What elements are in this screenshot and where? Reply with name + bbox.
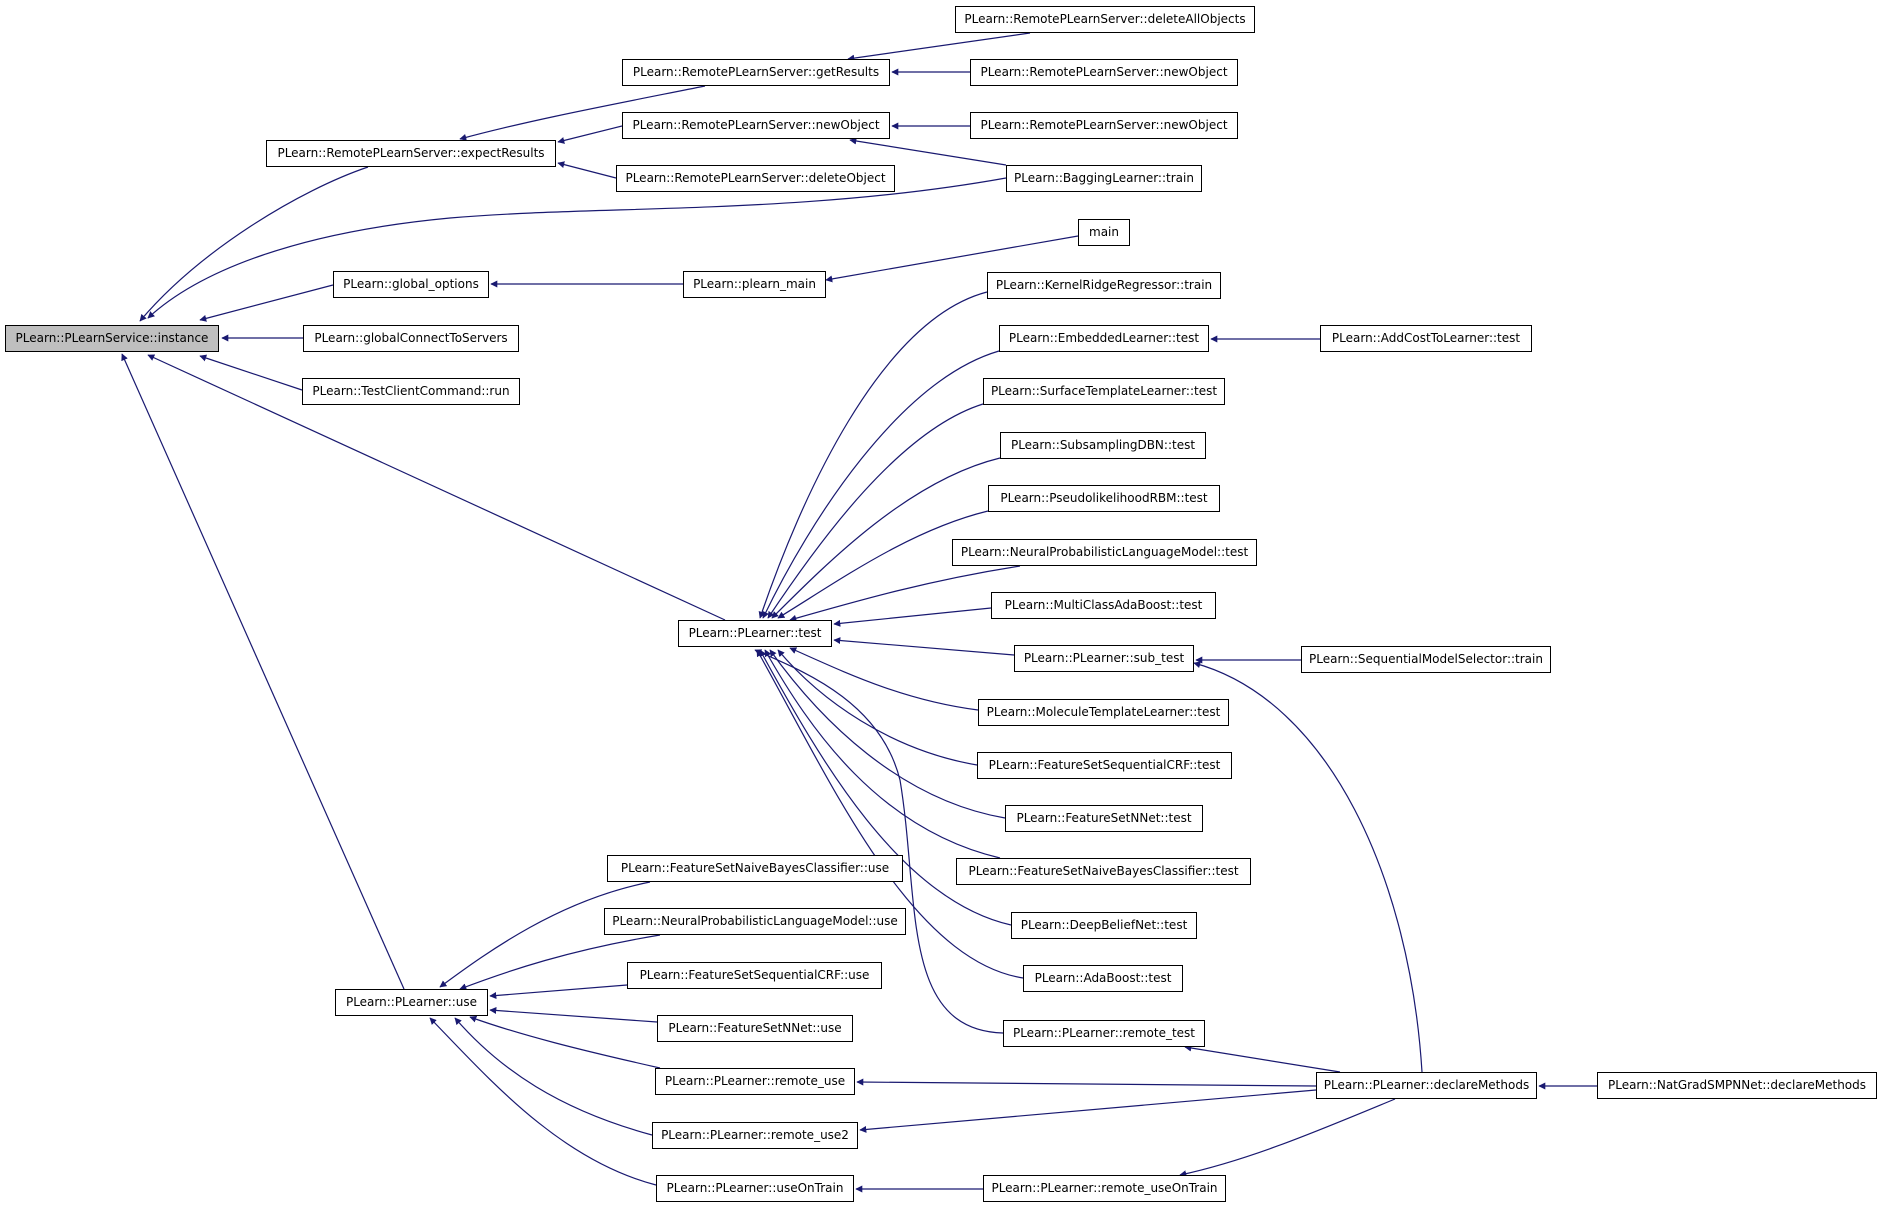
edge-deleteobject-to-expectresults (557, 161, 617, 179)
node-nplm-use[interactable]: PLearn::NeuralProbabilisticLanguageModel… (604, 908, 906, 935)
node-deleteobject[interactable]: PLearn::RemotePLearnServer::deleteObject (616, 165, 895, 192)
node-featuresetnnet-use[interactable]: PLearn::FeatureSetNNet::use (657, 1015, 853, 1042)
node-adaboost-test[interactable]: PLearn::AdaBoost::test (1023, 965, 1183, 992)
node-featuresetnaivebayes-test[interactable]: PLearn::FeatureSetNaiveBayesClassifier::… (956, 858, 1251, 885)
node-plearner-remote-test[interactable]: PLearn::PLearner::remote_test (1003, 1020, 1205, 1047)
node-expectresults[interactable]: PLearn::RemotePLearnServer::expectResult… (266, 140, 556, 167)
node-plearner-declaremethods[interactable]: PLearn::PLearner::declareMethods (1316, 1072, 1537, 1099)
edge-baggingtrain-to-newobjectmid (849, 137, 1007, 166)
node-getresults[interactable]: PLearn::RemotePLearnServer::getResults (622, 59, 890, 86)
node-pseudolikelihoodrbm-test[interactable]: PLearn::PseudolikelihoodRBM::test (988, 485, 1220, 512)
node-newobject-a[interactable]: PLearn::RemotePLearnServer::newObject (970, 59, 1238, 86)
node-newobject-b[interactable]: PLearn::RemotePLearnServer::newObject (970, 112, 1238, 139)
edge-fsnbuse-to-plearneruse (439, 881, 651, 988)
node-plearnservice-instance[interactable]: PLearn::PLearnService::instance (5, 325, 219, 352)
edge-remoteuse-to-plearneruse (469, 1015, 661, 1069)
edge-fsnnettest-to-plearnertest (769, 649, 1006, 819)
edge-subtest-to-plearnertest (833, 637, 1015, 656)
node-plearner-useontrain[interactable]: PLearn::PLearner::useOnTrain (656, 1175, 854, 1202)
edge-molecule-to-plearnertest (789, 647, 979, 711)
edge-newobjectmid-to-expectresults (557, 125, 623, 144)
edge-multiclass-to-plearnertest (833, 607, 992, 627)
node-global-options[interactable]: PLearn::global_options (333, 271, 489, 298)
node-addcosttolearner-test[interactable]: PLearn::AddCostToLearner::test (1320, 325, 1532, 352)
edge-subsampling-to-plearnertest (771, 457, 1001, 619)
node-multiclassadaboost-test[interactable]: PLearn::MultiClassAdaBoost::test (991, 592, 1216, 619)
node-newobject-mid[interactable]: PLearn::RemotePLearnServer::newObject (622, 112, 890, 139)
edge-pseudo-to-plearnertest (777, 510, 989, 619)
edge-nplmtest-to-plearnertest (789, 565, 1021, 622)
node-featuresetnnet-test[interactable]: PLearn::FeatureSetNNet::test (1005, 805, 1203, 832)
node-sequentialmodelselector-train[interactable]: PLearn::SequentialModelSelector::train (1301, 646, 1551, 673)
node-globalconnecttoservers[interactable]: PLearn::globalConnectToServers (303, 325, 519, 352)
edge-main-to-plearnmain (825, 235, 1079, 283)
edge-embedded-to-plearnertest (762, 350, 1000, 619)
edge-fscrfuse-to-plearneruse (489, 984, 628, 999)
edge-remoteuse2-to-plearneruse (454, 1017, 653, 1136)
edge-nplmuse-to-plearneruse (459, 934, 661, 991)
edge-declaremethods-to-remoteuseontrain (1179, 1098, 1396, 1178)
edge-surface-to-plearnertest (767, 403, 984, 619)
edge-declaremethods-to-subtest (1193, 661, 1423, 1073)
edge-deleteallobjects-to-getresults (847, 32, 1031, 62)
edge-kernelridge-to-plearnertest (758, 291, 988, 619)
edge-getresults-to-expectresults (459, 85, 706, 141)
edge-declaremethods-to-remoteuse (856, 1078, 1317, 1087)
node-plearn-main[interactable]: PLearn::plearn_main (683, 271, 826, 298)
node-featuresetsequentialcrf-test[interactable]: PLearn::FeatureSetSequentialCRF::test (977, 752, 1232, 779)
node-plearner-remote-use[interactable]: PLearn::PLearner::remote_use (655, 1068, 855, 1095)
node-moleculetemplatelearner-test[interactable]: PLearn::MoleculeTemplateLearner::test (978, 699, 1229, 726)
node-deleteallobjects[interactable]: PLearn::RemotePLearnServer::deleteAllObj… (955, 6, 1255, 33)
node-plearner-sub-test[interactable]: PLearn::PLearner::sub_test (1014, 645, 1194, 672)
node-plearner-use[interactable]: PLearn::PLearner::use (335, 989, 488, 1016)
node-testclientcommand-run[interactable]: PLearn::TestClientCommand::run (302, 378, 520, 405)
node-deepbeliefnet-test[interactable]: PLearn::DeepBeliefNet::test (1011, 912, 1197, 939)
node-main[interactable]: main (1078, 219, 1130, 246)
node-embeddedlearner-test[interactable]: PLearn::EmbeddedLearner::test (999, 325, 1209, 352)
edge-declaremethods-to-remotetest (1184, 1044, 1341, 1073)
node-natgradsmpnnet-declaremethods[interactable]: PLearn::NatGradSMPNNet::declareMethods (1597, 1072, 1877, 1099)
edge-globaloptions-to-instance (199, 284, 334, 322)
node-featuresetnaivebayes-use[interactable]: PLearn::FeatureSetNaiveBayesClassifier::… (607, 855, 903, 882)
edge-useontrain-to-plearneruse (429, 1017, 657, 1186)
edge-fsnbtest-to-plearnertest (764, 649, 1001, 859)
node-bagginglearner-train[interactable]: PLearn::BaggingLearner::train (1006, 165, 1202, 192)
edge-fsnnetuse-to-plearneruse (489, 1006, 658, 1023)
edge-declaremethods-to-remoteuse2 (859, 1089, 1317, 1133)
edge-dbntest-to-plearnertest (759, 649, 1012, 926)
node-featuresetsequentialcrf-use[interactable]: PLearn::FeatureSetSequentialCRF::use (627, 962, 882, 989)
edge-plearnertest-to-instance (147, 354, 726, 621)
node-kernelridgeregressor-train[interactable]: PLearn::KernelRidgeRegressor::train (987, 272, 1221, 299)
edge-expectresults-to-instance (139, 166, 369, 322)
edge-remotetest-to-plearnertest (754, 649, 1004, 1034)
node-subsamplingdbn-test[interactable]: PLearn::SubsamplingDBN::test (1000, 432, 1206, 459)
node-surfacetemplatelearner-test[interactable]: PLearn::SurfaceTemplateLearner::test (983, 378, 1225, 405)
node-plearner-remote-useontrain[interactable]: PLearn::PLearner::remote_useOnTrain (983, 1175, 1226, 1202)
edge-baggingtrain-to-instance (147, 177, 1007, 319)
node-nplm-test[interactable]: PLearn::NeuralProbabilisticLanguageModel… (952, 539, 1257, 566)
node-plearner-remote-use2[interactable]: PLearn::PLearner::remote_use2 (652, 1122, 858, 1149)
edge-testclient-to-instance (199, 354, 303, 391)
edge-fscrftest-to-plearnertest (777, 649, 978, 766)
node-plearner-test[interactable]: PLearn::PLearner::test (678, 620, 832, 647)
edge-plearneruse-to-instance (121, 353, 405, 990)
